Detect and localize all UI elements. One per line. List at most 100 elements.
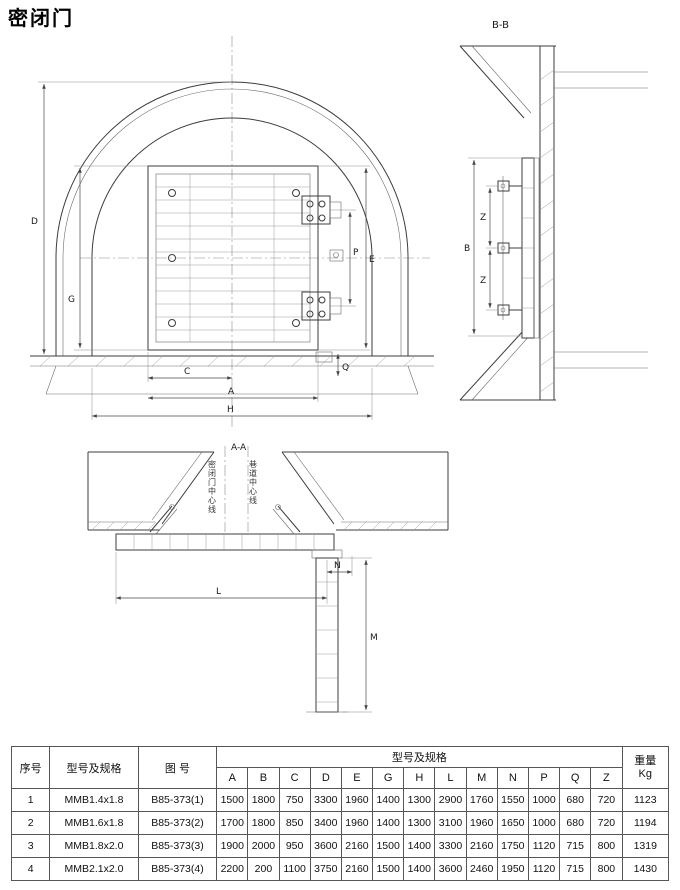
col-header-h: H bbox=[403, 767, 436, 789]
cell-weight: 1194 bbox=[621, 811, 670, 835]
cell-weight: 1430 bbox=[621, 857, 670, 881]
cell-drawing-no: B85-373(1) bbox=[137, 788, 218, 812]
spec-cell: 1100 bbox=[278, 857, 311, 881]
plan-walls bbox=[87, 451, 449, 531]
cell-drawing-no: B85-373(4) bbox=[137, 857, 218, 881]
dim-label-n: N bbox=[334, 561, 341, 571]
side-view: B-B bbox=[459, 20, 648, 401]
spec-cell: 3600 bbox=[434, 857, 467, 881]
dim-label-l: L bbox=[216, 587, 221, 597]
spec-cell: 680 bbox=[559, 811, 592, 835]
dim-label-d: D bbox=[31, 217, 38, 227]
cell-weight: 1123 bbox=[621, 788, 670, 812]
spec-cell: 950 bbox=[278, 834, 311, 858]
col-header-a: A bbox=[216, 767, 249, 789]
spec-cell: 1400 bbox=[372, 811, 405, 835]
spec-cell: 1900 bbox=[216, 834, 249, 858]
dim-label-p: P bbox=[353, 248, 359, 258]
door-edge bbox=[521, 157, 540, 339]
dim-E: E bbox=[318, 165, 375, 351]
spec-cell: 1120 bbox=[527, 834, 561, 858]
spec-cell: 1650 bbox=[496, 811, 529, 835]
spec-cell: 1700 bbox=[216, 811, 249, 835]
floor-hatch bbox=[39, 355, 416, 367]
wall-section bbox=[459, 45, 648, 401]
col-header-d: D bbox=[309, 767, 342, 789]
cell-weight: 1319 bbox=[621, 834, 670, 858]
dim-Z-upper: Z bbox=[480, 185, 498, 249]
table-row: 1 MMB1.4x1.8 B85-373(1) 1500 1800 750 33… bbox=[10, 788, 670, 812]
spec-cell: 200 bbox=[247, 857, 280, 881]
dim-Z-lower: Z bbox=[480, 250, 498, 311]
hinge-bolts bbox=[497, 176, 522, 320]
floor-lines bbox=[30, 355, 434, 395]
spec-cell: 1960 bbox=[340, 811, 374, 835]
cell-model: MMB1.6x1.8 bbox=[49, 811, 139, 835]
table-row: 4 MMB2.1x2.0 B85-373(4) 2200 200 1100 37… bbox=[10, 857, 670, 881]
cell-index: 1 bbox=[10, 788, 51, 812]
col-header-model: 型号及规格 bbox=[49, 746, 139, 789]
spec-cell: 680 bbox=[559, 788, 592, 812]
cell-index: 3 bbox=[10, 834, 51, 858]
dim-label-q: Q bbox=[342, 363, 349, 373]
col-header-weight: 重量 Kg bbox=[621, 746, 670, 789]
spec-cell: 1300 bbox=[403, 788, 436, 812]
spec-cell: 750 bbox=[278, 788, 311, 812]
spec-cell: 1500 bbox=[372, 834, 405, 858]
dim-Q: Q bbox=[336, 354, 349, 376]
door-bolts bbox=[168, 189, 300, 327]
col-header-q: Q bbox=[559, 767, 592, 789]
spec-cell: 1000 bbox=[527, 788, 561, 812]
col-header-spec-group: 型号及规格 bbox=[216, 746, 623, 768]
spec-cell: 2460 bbox=[465, 857, 498, 881]
cell-drawing-no: B85-373(3) bbox=[137, 834, 218, 858]
spec-cell: 715 bbox=[559, 857, 592, 881]
plan-centerlines bbox=[224, 446, 249, 532]
col-header-n: N bbox=[496, 767, 529, 789]
plan-wall-hatch bbox=[91, 521, 437, 531]
dim-label-z1: Z bbox=[480, 213, 486, 223]
dim-N: N bbox=[327, 556, 353, 576]
spec-cell: 1750 bbox=[496, 834, 529, 858]
spec-cell: 715 bbox=[559, 834, 592, 858]
dim-label-m: M bbox=[370, 633, 378, 643]
spec-cell: 1300 bbox=[403, 811, 436, 835]
col-header-b: B bbox=[247, 767, 280, 789]
spec-cell: 3750 bbox=[309, 857, 342, 881]
spec-cell: 3300 bbox=[434, 834, 467, 858]
door-panel bbox=[147, 165, 319, 351]
col-header-m: M bbox=[465, 767, 498, 789]
col-header-z: Z bbox=[590, 767, 623, 789]
col-header-e: E bbox=[340, 767, 374, 789]
col-header-c: C bbox=[278, 767, 311, 789]
spec-cell: 800 bbox=[590, 857, 623, 881]
technical-drawing: D G C A H bbox=[30, 20, 648, 713]
spec-cell: 1550 bbox=[496, 788, 529, 812]
spec-cell: 800 bbox=[590, 834, 623, 858]
dim-label-h: H bbox=[227, 405, 234, 415]
spec-cell: 1960 bbox=[465, 811, 498, 835]
spec-table-wrap: 序号 型号及规格 图 号 型号及规格 重量 Kg A B C D E G bbox=[10, 746, 670, 881]
weight-label: 重量 bbox=[634, 754, 657, 767]
door-centerline-label: 密闭门中心线 bbox=[208, 459, 217, 514]
spec-cell: 1000 bbox=[527, 811, 561, 835]
dim-M: M bbox=[338, 557, 378, 713]
weight-unit: Kg bbox=[638, 767, 652, 780]
front-view: D G C A H bbox=[30, 36, 434, 430]
spec-cell: 2160 bbox=[340, 857, 374, 881]
spec-cell: 1500 bbox=[216, 788, 249, 812]
spec-cell: 2000 bbox=[247, 834, 280, 858]
cell-model: MMB1.8x2.0 bbox=[49, 834, 139, 858]
dim-P: P bbox=[330, 209, 359, 307]
spec-cell: 2160 bbox=[340, 834, 374, 858]
cell-model: MMB1.4x1.8 bbox=[49, 788, 139, 812]
dim-label-c: C bbox=[184, 367, 190, 377]
col-header-p: P bbox=[527, 767, 561, 789]
spec-cell: 1800 bbox=[247, 788, 280, 812]
spec-cell: 2160 bbox=[465, 834, 498, 858]
cell-index: 4 bbox=[10, 857, 51, 881]
wall-hatch bbox=[539, 69, 555, 393]
col-header-l: L bbox=[434, 767, 467, 789]
spec-cell: 1500 bbox=[372, 857, 405, 881]
